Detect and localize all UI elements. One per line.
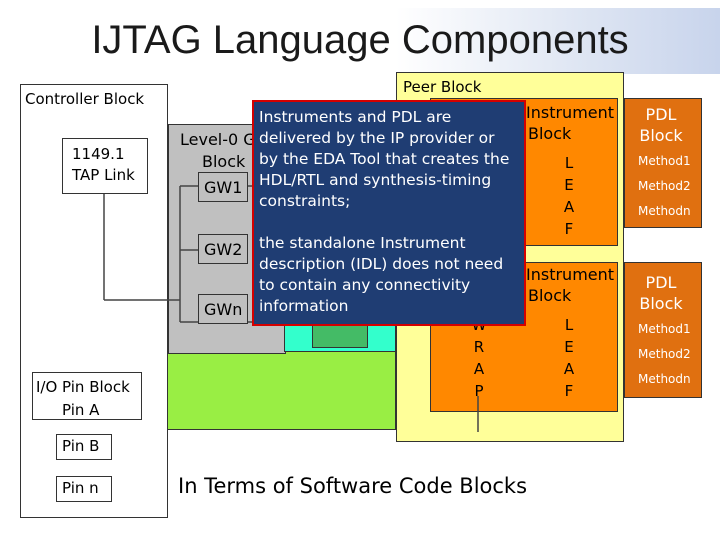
callout-spacer [259, 212, 524, 233]
pdl-block-1-label-2: Block [639, 126, 683, 145]
pdl-block-1 [624, 98, 702, 228]
instrument-block-2-label-2: Block [528, 286, 572, 305]
pin-a-label: Pin A [62, 401, 100, 419]
gw1-label: GW1 [204, 178, 243, 197]
tap-link-label-1: 1149.1 [72, 145, 125, 163]
callout-line-a5: constraints; [259, 192, 351, 210]
leaf-2-letter-f: F [564, 382, 574, 400]
caption: In Terms of Software Code Blocks [178, 474, 528, 498]
pdl-block-1-label: PDL Block [624, 104, 698, 146]
leaf-2-letter-e: E [564, 338, 574, 356]
peer-block-label: Peer Block [403, 78, 482, 96]
leaf-2: L E A F [560, 314, 578, 402]
pdl-1-method-n: Methodn [638, 204, 691, 218]
gw1-box [198, 172, 248, 202]
callout-box: Instruments and PDL are delivered by the… [252, 100, 526, 326]
gwn-box [198, 294, 248, 324]
pdl-2-method-2: Method2 [638, 347, 691, 361]
pin-n-box [56, 476, 112, 502]
pdl-block-1-label-1: PDL [645, 105, 677, 124]
leaf-1-letter-a: A [563, 198, 575, 216]
tap-link-label-2: TAP Link [72, 166, 135, 184]
leaf-1-letter-f: F [564, 220, 574, 238]
callout-line-a2: delivered by the IP provider or [259, 129, 495, 147]
wrap-letters: W R A P [470, 314, 488, 402]
pdl-block-2-label: PDL Block [624, 272, 698, 314]
pdl-block-2-label-2: Block [639, 294, 683, 313]
gw2-box [198, 234, 248, 264]
pdl-1-method-2: Method2 [638, 179, 691, 193]
level0-label-1: Level-0 G [180, 130, 256, 149]
pdl-block-2 [624, 262, 702, 398]
leaf-1: L E A F [560, 152, 578, 240]
tap-link-box [62, 138, 148, 194]
instrument-block-1-label-2: Block [528, 124, 572, 143]
level0-label-2: Block [202, 152, 246, 171]
pdl-2-method-1: Method1 [638, 322, 691, 336]
pin-n-label: Pin n [62, 479, 99, 497]
controller-block-label: Controller Block [25, 90, 145, 108]
leaf-1-letter-l: L [564, 154, 574, 172]
callout-line-a4: HDL/RTL and synthesis-timing [259, 171, 492, 189]
callout-line-a1: Instruments and PDL are [259, 108, 452, 126]
wrap-letter-r: R [473, 338, 485, 356]
callout-line-a3: by the EDA Tool that creates the [259, 150, 510, 168]
callout-line-b3: to contain any connectivity [259, 276, 471, 294]
callout-line-b4: information [259, 297, 349, 315]
io-pin-block [32, 372, 142, 420]
page-title: IJTAG Language Components [91, 18, 629, 62]
pin-b-label: Pin B [62, 437, 100, 455]
leaf-1-letter-e: E [564, 176, 574, 194]
callout-line-b1: the standalone Instrument [259, 234, 466, 252]
pdl-block-2-label-1: PDL [645, 273, 677, 292]
pdl-2-method-n: Methodn [638, 372, 691, 386]
pin-b-box [56, 434, 112, 460]
pdl-1-method-1: Method1 [638, 154, 691, 168]
io-pin-block-label: I/O Pin Block [36, 378, 130, 396]
gw2-label: GW2 [204, 240, 243, 259]
callout-line-b2: description (IDL) does not need [259, 255, 504, 273]
leaf-2-letter-l: L [564, 316, 574, 334]
leaf-2-letter-a: A [563, 360, 575, 378]
gwn-label: GWn [204, 300, 243, 319]
title-bar [0, 8, 720, 74]
wrap-letter-p: P [474, 382, 484, 400]
wrap-letter-a: A [473, 360, 485, 378]
instrument-block-1-label-1: Instrument [526, 103, 615, 122]
instrument-block-2-label-1: Instrument [526, 265, 615, 284]
